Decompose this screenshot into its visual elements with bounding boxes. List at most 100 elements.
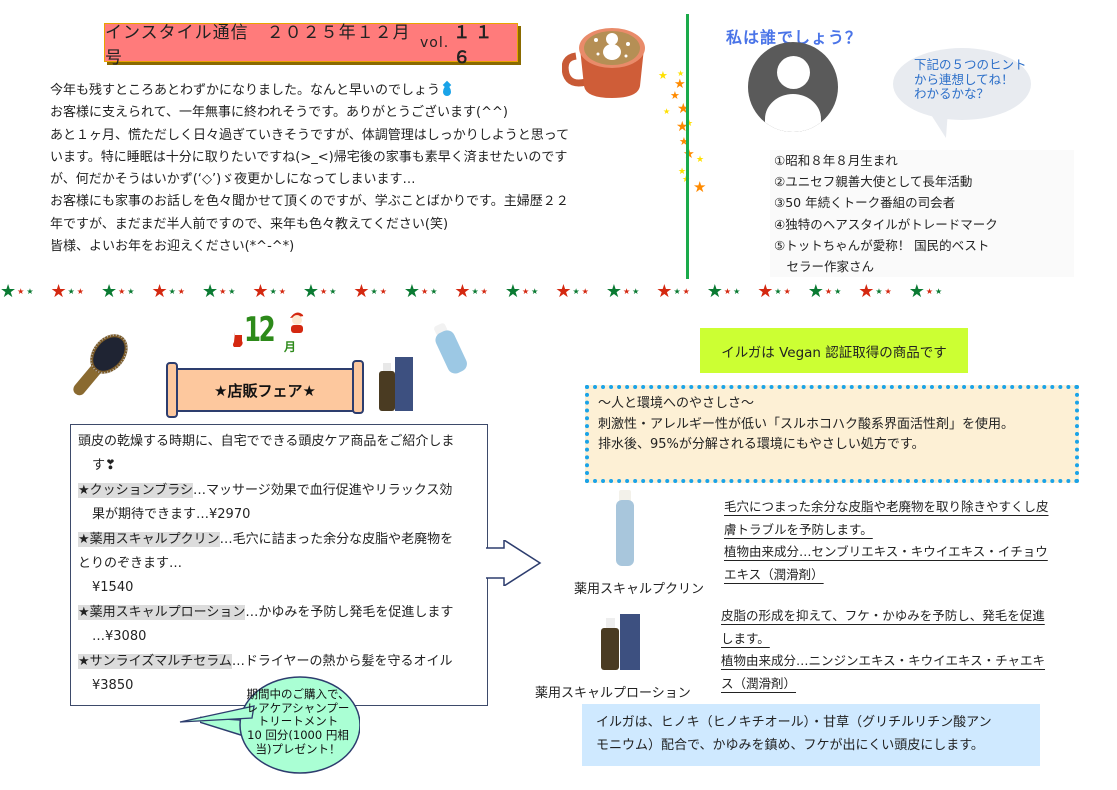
desc-line: エキス（潤滑剤） bbox=[724, 566, 824, 582]
hint-item: ③50 年続くトーク番組の司会者 bbox=[774, 195, 956, 211]
promo-line: レアケアシャンプー bbox=[246, 700, 350, 715]
quiz-title: 私は誰でしょう？ bbox=[726, 28, 863, 47]
product-description-scalp-lotion: 皮脂の形成を抑えて、フケ・かゆみを予防し、発毛を促進 します。 植物由来成分…ニ… bbox=[721, 605, 1091, 695]
desc-line: 植物由来成分…ニンジンエキス・キウイエキス・チャエキ bbox=[721, 653, 1046, 669]
cushion-brush-image bbox=[73, 334, 128, 396]
month-suffix: 月 bbox=[284, 340, 297, 354]
product-name-scalp-clean: 薬用スキャルプクリン bbox=[574, 582, 705, 597]
garland-star-icon: ★ bbox=[807, 283, 824, 301]
garland-small-star-icon: ★ bbox=[521, 287, 530, 296]
garland-star-icon: ★ bbox=[50, 283, 67, 301]
hint-item: ⑤トットちゃんが愛称！ 国民的ベスト bbox=[774, 237, 990, 253]
speech-bubble-tail bbox=[928, 110, 952, 138]
garland-small-star-icon: ★ bbox=[168, 287, 176, 296]
store-fair-text: 頭皮の乾燥する時期に、自宅でできる頭皮ケア商品をご紹介しま す❣ ★クッションブ… bbox=[78, 430, 488, 698]
product-name: ★薬用スキャルプクリン bbox=[78, 531, 220, 547]
hint-item: ④独特のヘアスタイルがトレードマーク bbox=[774, 216, 998, 232]
garland-small-star-icon: ★ bbox=[531, 287, 539, 296]
promo-line: トリートメント bbox=[257, 714, 339, 729]
garland-small-star-icon: ★ bbox=[329, 287, 337, 296]
person-silhouette-icon bbox=[748, 42, 838, 132]
garland-small-star-icon: ★ bbox=[228, 287, 236, 296]
garland-star-icon: ★ bbox=[0, 283, 17, 301]
title-number: １１６ bbox=[453, 22, 498, 68]
garland-star-icon: ★ bbox=[252, 283, 269, 301]
garland-small-star-icon: ★ bbox=[783, 287, 791, 296]
scalp-clean-product-image bbox=[434, 323, 467, 374]
garland-small-star-icon: ★ bbox=[884, 287, 892, 296]
right-arrow-icon bbox=[486, 540, 542, 586]
intro-line: お客様に支えられて、一年無事に終われそうです。ありがとうございます(^^) bbox=[50, 105, 508, 121]
garland-small-star-icon: ★ bbox=[581, 287, 589, 296]
promo-line: 当)プレゼント！ bbox=[255, 741, 341, 756]
promo-bubble-tail bbox=[179, 705, 255, 723]
garland-small-star-icon: ★ bbox=[682, 287, 690, 296]
intro-line: が、何だかそうはいかず(‘◇’)ゞ夜更かしになってしまいます… bbox=[50, 172, 416, 188]
garland-small-star-icon: ★ bbox=[673, 287, 681, 296]
product-name-scalp-lotion: 薬用スキャルプローション bbox=[535, 686, 691, 701]
garland-small-star-icon: ★ bbox=[76, 287, 84, 296]
title-vol: vol. bbox=[419, 34, 450, 51]
ilga-info-text: イルガは、ヒノキ（ヒノキチオール）・甘草（グリチルリチン酸アン モニウム）配合で… bbox=[596, 712, 1036, 757]
scalp-clean-bottle-image bbox=[616, 490, 634, 566]
garland-small-star-icon: ★ bbox=[278, 287, 286, 296]
garland-star-icon: ★ bbox=[100, 283, 118, 301]
intro-line: 年ですが、まだまだ半人前ですので、来年も色々教えてください(笑) bbox=[50, 216, 449, 232]
intro-line: います。特に睡眠は十分に取りたいですね(>_<)帰宅後の家事も素早く済ませたいの… bbox=[50, 149, 568, 165]
product-name: ★クッションブラシ bbox=[78, 482, 194, 498]
christmas-stocking-icon bbox=[233, 332, 243, 347]
fair-item-serum: ★サンライズマルチセラム…ドライヤーの熱から髪を守るオイル bbox=[78, 650, 488, 674]
fair-intro: 頭皮の乾燥する時期に、自宅でできる頭皮ケア商品をご紹介しま bbox=[78, 434, 455, 449]
garland-star-icon: ★ bbox=[656, 283, 673, 301]
eco-line: 排水後、95%が分解される環境にもやさしい処方です。 bbox=[598, 437, 925, 452]
garland-small-star-icon: ★ bbox=[471, 287, 479, 296]
hint-item: ②ユニセフ親善大使として長年活動 bbox=[774, 174, 973, 190]
speech-bubble bbox=[893, 48, 1031, 120]
eco-info-text: ～人と環境へのやさしさ～ 刺激性・アレルギー性が低い「スルホコハク酸系界面活性剤… bbox=[598, 394, 1068, 456]
garland-small-star-icon: ★ bbox=[632, 287, 640, 296]
garland-star-icon: ★ bbox=[706, 283, 723, 301]
ilga-line: モニウム）配合で、かゆみを鎮め、フケが出にくい頭皮にします。 bbox=[596, 737, 984, 753]
scalp-lotion-bottle-image bbox=[601, 614, 640, 670]
product-desc: …毛穴に詰まった余分な皮脂や老廃物を bbox=[219, 531, 454, 547]
bubble-line: から連想してね！ bbox=[914, 71, 1014, 87]
garland-small-star-icon: ★ bbox=[774, 287, 782, 296]
christmas-star-garland: ★★★★★★★★★★★★★★★★★★★★★★★★★★★★★★★★★★★★★★★★… bbox=[0, 283, 1117, 301]
intro-line: あと１ヶ月、慌ただしく日々過ぎていきそうですが、体調管理はしっかりしようと思って bbox=[50, 127, 570, 143]
star-sparkle-decoration: ★ ★ ★ ★ ★ ★ ★ ★ ★ ★ ★ ★ ★ ★ bbox=[658, 69, 707, 196]
garland-star-icon: ★ bbox=[908, 283, 925, 301]
garland-small-star-icon: ★ bbox=[269, 287, 277, 296]
garland-small-star-icon: ★ bbox=[935, 287, 943, 296]
promo-text: 期間中のご購入で、 レアケアシャンプー トリートメント 10 回分(1000 円… bbox=[238, 687, 358, 757]
garland-star-icon: ★ bbox=[403, 283, 421, 301]
garland-small-star-icon: ★ bbox=[925, 287, 934, 296]
fair-intro-cont: す❣ bbox=[92, 458, 116, 474]
garland-small-star-icon: ★ bbox=[219, 287, 227, 296]
promo-line: 期間中のご購入で、 bbox=[246, 687, 350, 701]
vegan-label-text: イルガは Vegan 認証取得の商品です bbox=[721, 344, 947, 361]
fair-item-scalp-clean: ★薬用スキャルプクリン…毛穴に詰まった余分な皮脂や老廃物を bbox=[78, 528, 488, 552]
fair-item-brush: ★クッションブラシ…マッサージ効果で血行促進やリラックス効 bbox=[78, 479, 488, 503]
product-desc: …ドライヤーの熱から髪を守るオイル bbox=[231, 653, 453, 669]
product-desc-cont: 果が期待できます…¥2970 bbox=[92, 507, 251, 523]
garland-small-star-icon: ★ bbox=[622, 287, 631, 296]
garland-star-icon: ★ bbox=[757, 283, 774, 301]
water-drop-icon bbox=[443, 85, 452, 96]
garland-small-star-icon: ★ bbox=[421, 287, 429, 296]
desc-line: ス（潤滑剤） bbox=[721, 675, 797, 691]
newsletter-title-banner: インスタイル通信 ２０２５年１２月号 vol. １１６ bbox=[104, 23, 518, 68]
desc-line: 毛穴につまった余分な皮脂や老廃物を取り除きやすくし皮 bbox=[724, 499, 1049, 514]
desc-line: 膚トラブルを予防します。 bbox=[724, 521, 873, 537]
ilga-line: イルガは、ヒノキ（ヒノキチオール）・甘草（グリチルリチン酸アン bbox=[596, 715, 992, 730]
desc-line: します。 bbox=[721, 630, 770, 646]
garland-star-icon: ★ bbox=[302, 283, 320, 301]
garland-small-star-icon: ★ bbox=[572, 287, 580, 296]
eco-heading: ～人と環境へのやさしさ～ bbox=[598, 396, 755, 411]
garland-star-icon: ★ bbox=[454, 283, 471, 301]
garland-star-icon: ★ bbox=[151, 283, 168, 301]
month-number: 12 bbox=[244, 310, 276, 350]
product-description-scalp-clean: 毛穴につまった余分な皮脂や老廃物を取り除きやすくし皮 膚トラブルを予防します。 … bbox=[724, 496, 1094, 586]
garland-star-icon: ★ bbox=[504, 283, 521, 301]
garland-star-icon: ★ bbox=[353, 283, 370, 301]
garland-star-icon: ★ bbox=[201, 283, 219, 301]
